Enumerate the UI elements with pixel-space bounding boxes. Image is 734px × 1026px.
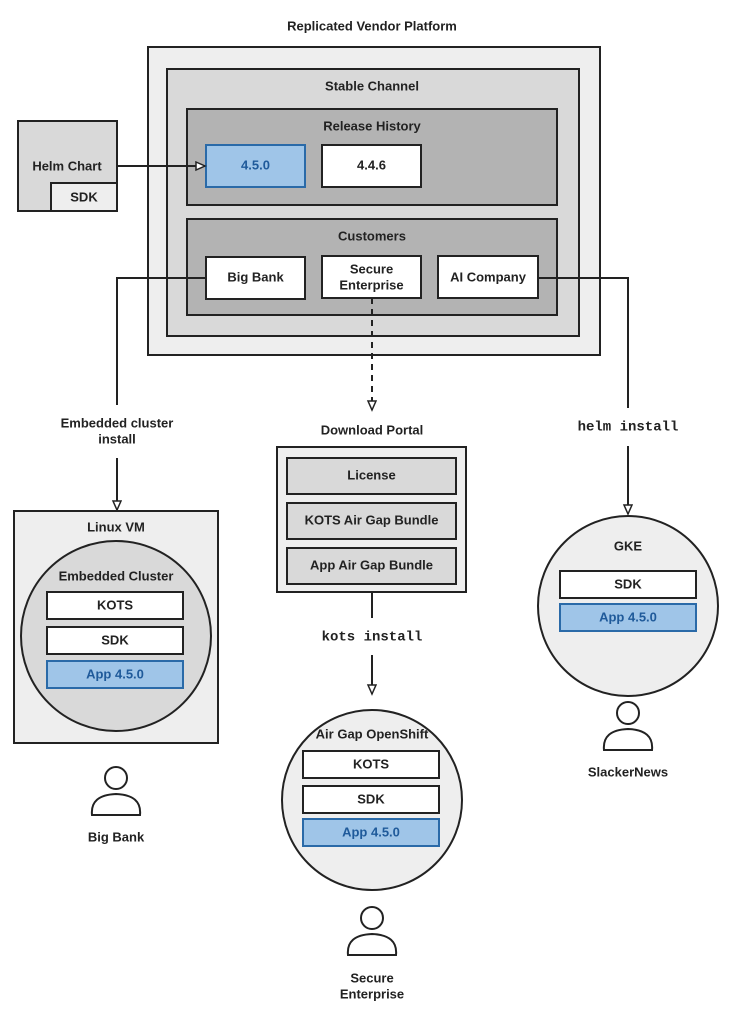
portal-app-bundle-label: App Air Gap Bundle [310,557,433,572]
helm-chart-title: Helm Chart [32,158,102,173]
openshift-kots-label: KOTS [353,756,389,771]
helm-chart-sdk [50,182,118,212]
portal-kots-bundle[interactable] [286,502,457,540]
openshift-kots [302,750,440,779]
openshift-app-label: App 4.5.0 [342,824,400,839]
gke-title: GKE [614,538,643,553]
release-history-title: Release History [323,118,421,133]
helm-install-line [538,277,629,408]
customer-ai-company-label: AI Company [450,269,527,284]
customer-secure-enterprise-label-1: Secure [350,261,393,276]
vm-kots [46,591,184,620]
vm-sdk-label: SDK [101,632,129,647]
user-icon [346,906,398,956]
openshift-app [302,818,440,847]
gke-app [559,603,697,632]
download-portal-title: Download Portal [321,422,424,437]
user-icon [602,701,654,751]
openshift-sdk-label: SDK [357,791,385,806]
helm-chart-sdk-label: SDK [70,189,98,204]
release-4-5-0-label: 4.5.0 [241,157,270,172]
gke-sdk [559,570,697,599]
linux-vm-title: Linux VM [87,519,145,534]
vm-app-label: App 4.5.0 [86,666,144,681]
stable-channel-title: Stable Channel [325,78,419,93]
customer-secure-enterprise-label-2: Enterprise [339,277,403,292]
user-slackernews-label: SlackerNews [588,764,668,779]
openshift-sdk [302,785,440,814]
helm-install-label: helm install [578,420,679,436]
vm-app [46,660,184,689]
embedded-install-line [116,277,206,405]
user-secure-label-2: Enterprise [340,986,404,1001]
embedded-install-label-1: Embedded cluster [61,415,174,430]
user-icon [90,766,142,816]
kots-install-label: kots install [322,630,423,646]
platform-title: Replicated Vendor Platform [287,18,457,33]
portal-kots-bundle-label: KOTS Air Gap Bundle [305,512,439,527]
user-big-bank-label: Big Bank [88,829,145,844]
portal-license[interactable] [286,457,457,495]
vm-kots-label: KOTS [97,597,133,612]
user-secure-label-1: Secure [350,970,393,985]
customer-big-bank-label: Big Bank [227,269,284,284]
portal-app-bundle[interactable] [286,547,457,585]
release-4-4-6-label: 4.4.6 [357,157,386,172]
customer-ai-company[interactable] [437,255,539,299]
gke-app-label: App 4.5.0 [599,609,657,624]
gke-sdk-label: SDK [614,576,642,591]
vm-sdk [46,626,184,655]
release-4-4-6[interactable] [321,144,422,188]
customer-big-bank[interactable] [205,256,306,300]
release-4-5-0[interactable] [205,144,306,188]
embedded-cluster-title: Embedded Cluster [59,568,174,583]
embedded-install-label-2: install [98,431,136,446]
customers-title: Customers [338,228,406,243]
customer-secure-enterprise[interactable] [321,255,422,299]
openshift-title: Air Gap OpenShift [316,726,429,741]
portal-license-label: License [347,467,395,482]
